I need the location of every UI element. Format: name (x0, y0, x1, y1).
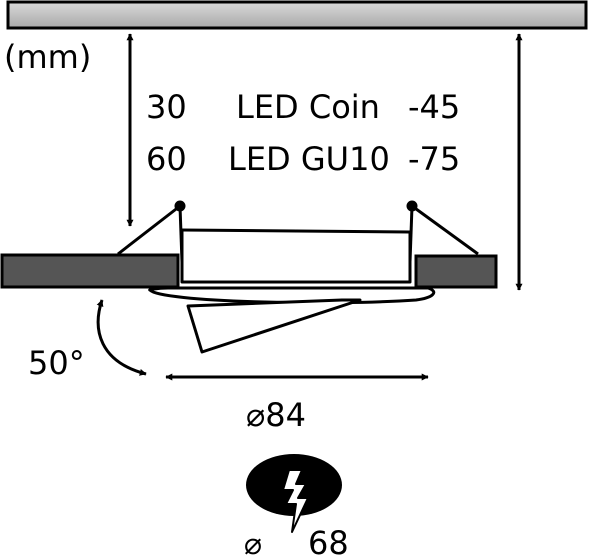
depth-row-1-range: -45 (408, 88, 460, 126)
depth-table: 30 LED Coin -45 60 LED GU10 -75 (146, 88, 460, 178)
depth-row-2-type: LED GU10 (228, 140, 390, 178)
recessed-spotlight (117, 200, 479, 354)
cutout-hole-icon (246, 454, 342, 533)
depth-row-1-type: LED Coin (236, 88, 380, 126)
depth-row-2-depth: 60 (146, 140, 187, 178)
diameter-label: ⌀84 (246, 396, 306, 434)
tilt-angle-label: 50° (28, 344, 85, 382)
cutout-diameter-value: 68 (308, 524, 349, 558)
unit-label: (mm) (4, 38, 91, 76)
depth-row-2-range: -75 (408, 140, 460, 178)
ceiling-board-left (0, 253, 180, 289)
depth-row-1-depth: 30 (146, 88, 187, 126)
tilt-arrow (96, 299, 147, 376)
cutout-diameter-symbol: ⌀ (244, 527, 262, 558)
lightning-icon (282, 469, 309, 533)
ceiling-board-right (414, 254, 498, 289)
ceiling-panel (6, 0, 588, 30)
